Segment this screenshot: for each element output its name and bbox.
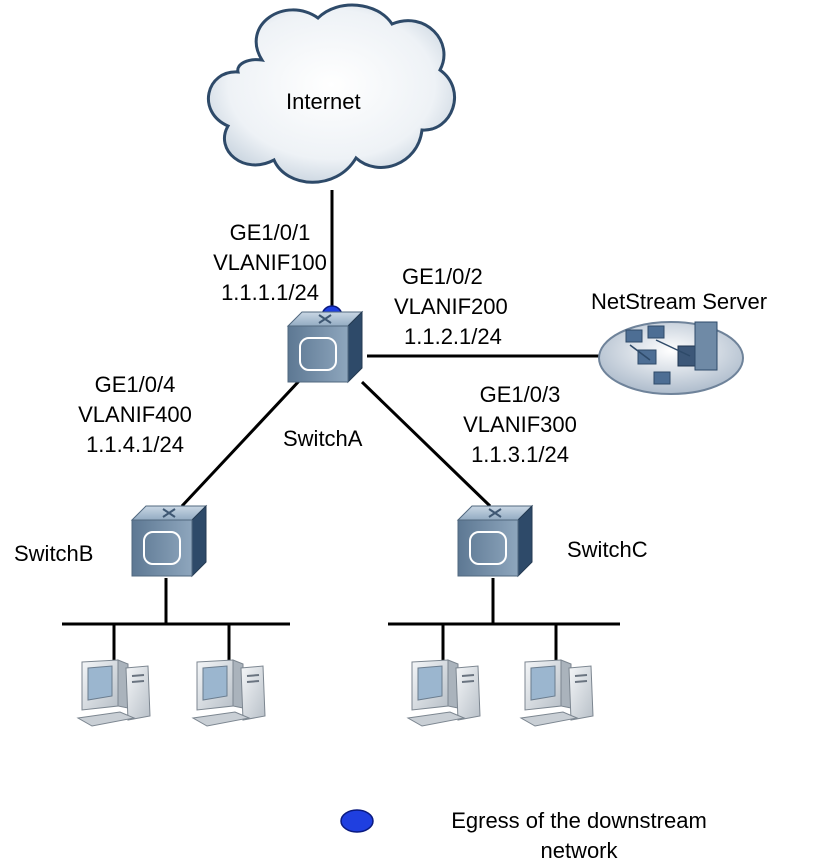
switch-b-name: SwitchB [14, 541, 94, 566]
link-switcha-switchc [360, 380, 492, 508]
vlanif-name: VLANIF400 [78, 402, 192, 427]
switch-b-icon [131, 505, 207, 577]
links [62, 190, 620, 662]
port-name: GE1/0/4 [94, 372, 176, 397]
port-ge1-0-3-block: GE1/0/3 VLANIF300 1.1.3.1/24 [440, 380, 600, 470]
ip-address: 1.1.2.1/24 [404, 324, 502, 349]
pc-icon [192, 659, 266, 727]
port-name: GE1/0/2 [402, 264, 483, 289]
port-ge1-0-2-block: GE1/0/2 VLANIF200 1.1.2.1/24 [394, 262, 544, 352]
legend-marker [340, 809, 374, 833]
switch-c-icon [457, 505, 533, 577]
internet-cloud [207, 3, 457, 184]
legend-text: Egress of the downstream network [414, 806, 744, 866]
switch-a-icon [287, 311, 363, 383]
vlanif-name: VLANIF200 [394, 294, 508, 319]
switch-a-name: SwitchA [283, 426, 363, 451]
ip-address: 1.1.3.1/24 [471, 442, 569, 467]
netstream-server-icon [598, 321, 744, 395]
switch-c-name: SwitchC [567, 537, 648, 562]
vlanif-name: VLANIF300 [463, 412, 577, 437]
pc-icon [520, 659, 594, 727]
port-name: GE1/0/1 [229, 220, 311, 245]
port-ge1-0-4-block: GE1/0/4 VLANIF400 1.1.4.1/24 [60, 370, 210, 460]
pc-icon [407, 659, 481, 727]
internet-label: Internet [286, 89, 361, 114]
port-name: GE1/0/3 [479, 382, 561, 407]
legend-text-line1: Egress of the downstream [451, 808, 707, 833]
port-ge1-0-1-block: GE1/0/1 VLANIF100 1.1.1.1/24 [195, 218, 345, 308]
legend-text-line2: network [540, 838, 618, 863]
ip-address: 1.1.1.1/24 [221, 280, 319, 305]
pc-icon [77, 659, 151, 727]
server-label: NetStream Server [591, 289, 768, 314]
link-switcha-switchb [180, 378, 302, 508]
ip-address: 1.1.4.1/24 [86, 432, 184, 457]
vlanif-name: VLANIF100 [213, 250, 327, 275]
